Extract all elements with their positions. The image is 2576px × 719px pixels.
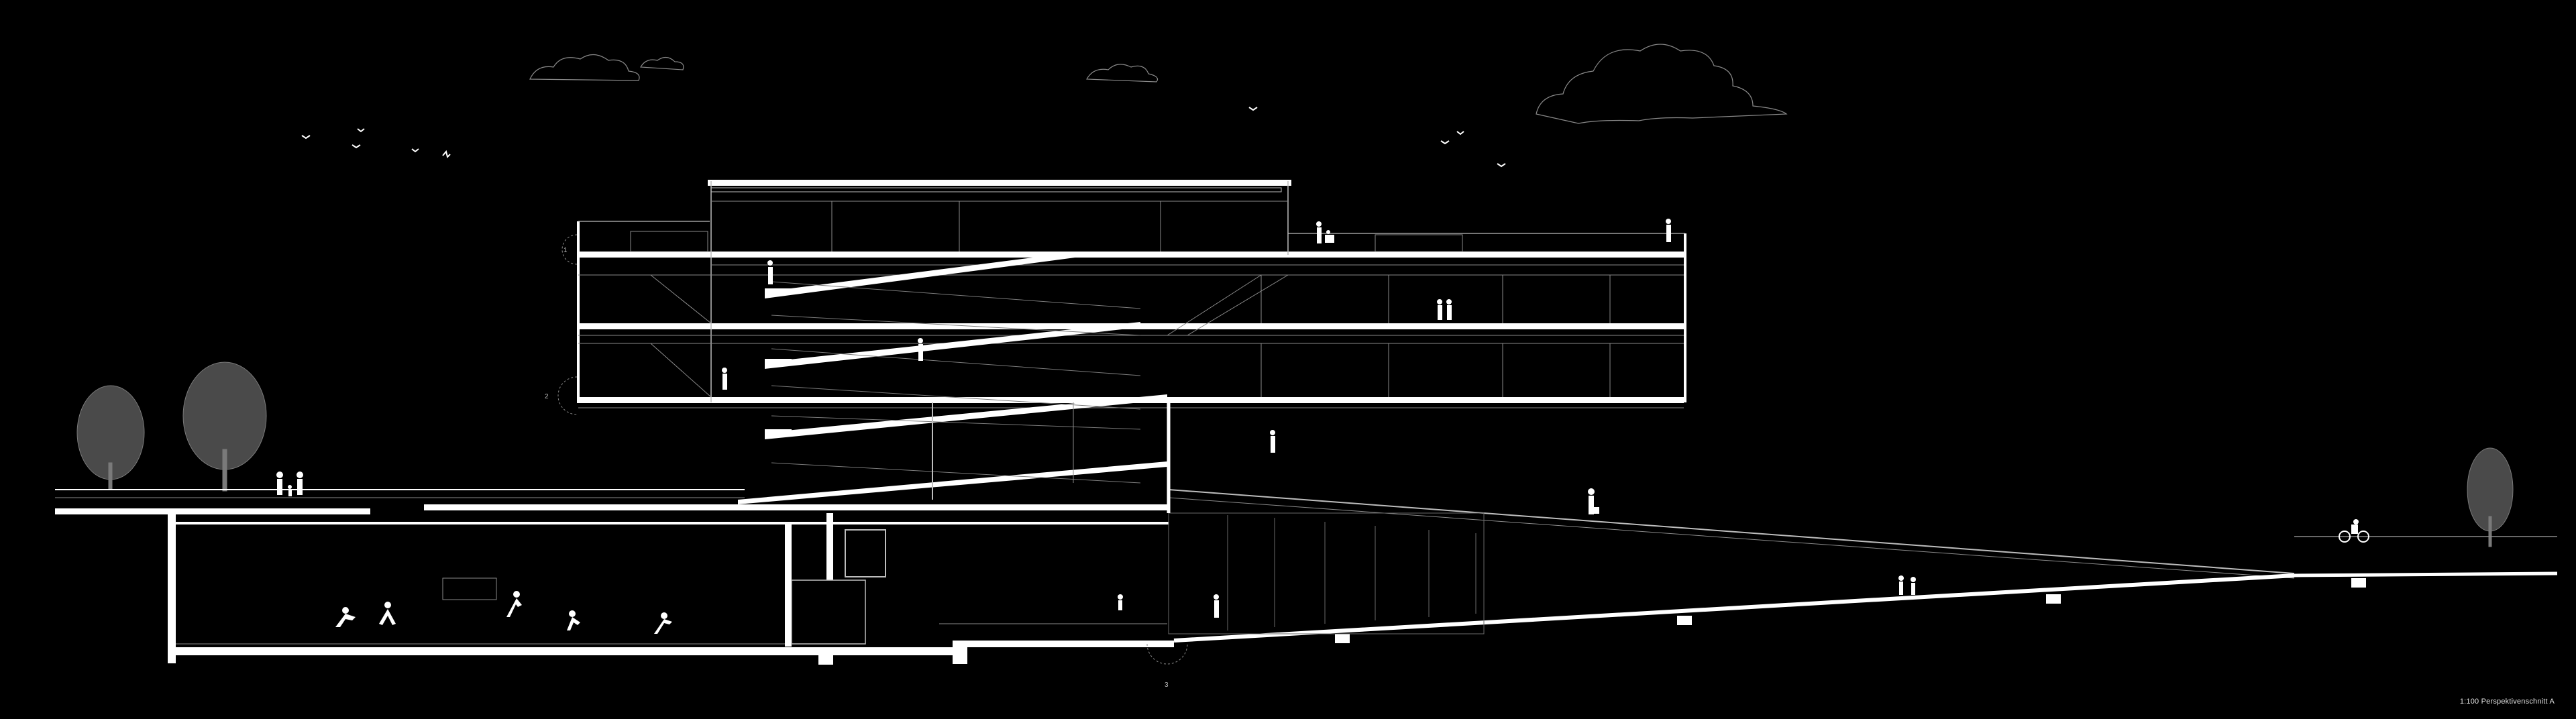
people: [276, 219, 2369, 634]
ramp-landing: [765, 359, 792, 364]
birds: [301, 107, 1506, 168]
cloud-right: [1536, 44, 1788, 124]
marker-label: 1: [564, 247, 568, 254]
marker-left-lower: 2: [545, 376, 578, 415]
dancer-icon: [379, 602, 396, 625]
tree-right: [2467, 447, 2514, 547]
person-icon: [1270, 430, 1275, 453]
person-icon: [1214, 594, 1219, 618]
tree-left-1: [76, 385, 145, 490]
person-icon: [1316, 221, 1322, 243]
dancer-icon: [506, 591, 522, 617]
dancer-icon: [654, 612, 672, 634]
cloud-left: [529, 54, 640, 81]
core-wall-2: [826, 513, 833, 580]
marker-bottom: 3: [1146, 643, 1188, 689]
basement-glazing: [1168, 512, 1485, 634]
cloud-middle: [1086, 64, 1159, 82]
basement-left-wall: [168, 514, 176, 663]
ramp-4: [738, 461, 1167, 504]
footing: [2351, 578, 2366, 588]
marker-left-upper: 1: [561, 234, 578, 265]
rooftop-box: [630, 231, 708, 252]
footing: [953, 644, 967, 664]
dancer-icon: [567, 610, 580, 630]
slab-mid: [424, 504, 1169, 510]
basement: [168, 512, 2366, 665]
person-icon: [1898, 575, 1904, 595]
ramp-top: [1168, 489, 2295, 574]
basement-ceiling: [176, 522, 1169, 524]
bird-icon: [1248, 107, 1258, 111]
trees: [76, 362, 2514, 547]
section-markers: 1 2 3: [545, 234, 1188, 689]
ramp-top-2: [1168, 497, 2295, 579]
bird-icon: [1456, 131, 1464, 135]
core-box-2: [791, 579, 866, 645]
ramp-landing: [765, 288, 792, 294]
ramp-back-lines: [771, 281, 1141, 484]
ramp-2: [765, 322, 1140, 369]
roof-upper: [710, 187, 1282, 192]
person-icon: [288, 485, 292, 496]
lower-ramp: [1173, 573, 2295, 643]
bird-icon: [301, 135, 311, 140]
footing: [1335, 634, 1350, 643]
person-icon: [1911, 577, 1916, 595]
footing: [818, 655, 833, 665]
person-icon: [1118, 594, 1123, 610]
tree-left-2: [182, 362, 267, 492]
building: [577, 180, 1686, 513]
footing: [1677, 616, 1692, 625]
marker-label: 3: [1165, 681, 1169, 689]
cyclist-icon: [2339, 519, 2369, 543]
person-icon: [1437, 299, 1442, 320]
cloud-small-1: [640, 56, 684, 70]
rooftop-box: [1375, 234, 1463, 252]
bird-icon: [411, 148, 419, 153]
ramp-3: [765, 394, 1167, 439]
footing: [2046, 594, 2061, 604]
person-icon: [918, 338, 923, 361]
bird-icon: [1497, 163, 1506, 168]
dancer-icon: [335, 607, 356, 627]
person-icon: [1588, 488, 1599, 514]
slab-left: [55, 508, 370, 514]
slab-level-3: [577, 252, 1684, 258]
person-icon: [1666, 219, 1671, 242]
core-box: [845, 529, 886, 577]
bird-icon: [357, 128, 365, 133]
terrain: [55, 489, 2558, 643]
basement-floor-step: [953, 641, 1174, 647]
ground-right: [2294, 571, 2558, 577]
roof-slab: [708, 180, 1291, 186]
person-icon: [1325, 230, 1334, 243]
marker-label: 2: [545, 393, 549, 400]
drawing-caption: 1:100 Perspektivenschnitt A: [2459, 698, 2555, 706]
person-icon: [722, 368, 727, 390]
basement-floor: [168, 647, 959, 655]
person-icon: [1446, 299, 1452, 320]
clouds: [529, 44, 1788, 124]
bird-icon: [1440, 140, 1450, 145]
stair-box: [442, 577, 497, 600]
bird-icon: [442, 150, 451, 158]
core-wall: [785, 524, 792, 647]
person-icon: [297, 472, 303, 495]
person-icon: [767, 260, 773, 284]
person-icon: [276, 472, 283, 495]
ramp-landing: [765, 429, 792, 435]
bird-icon: [352, 144, 361, 149]
interior-lines: [578, 201, 1684, 408]
